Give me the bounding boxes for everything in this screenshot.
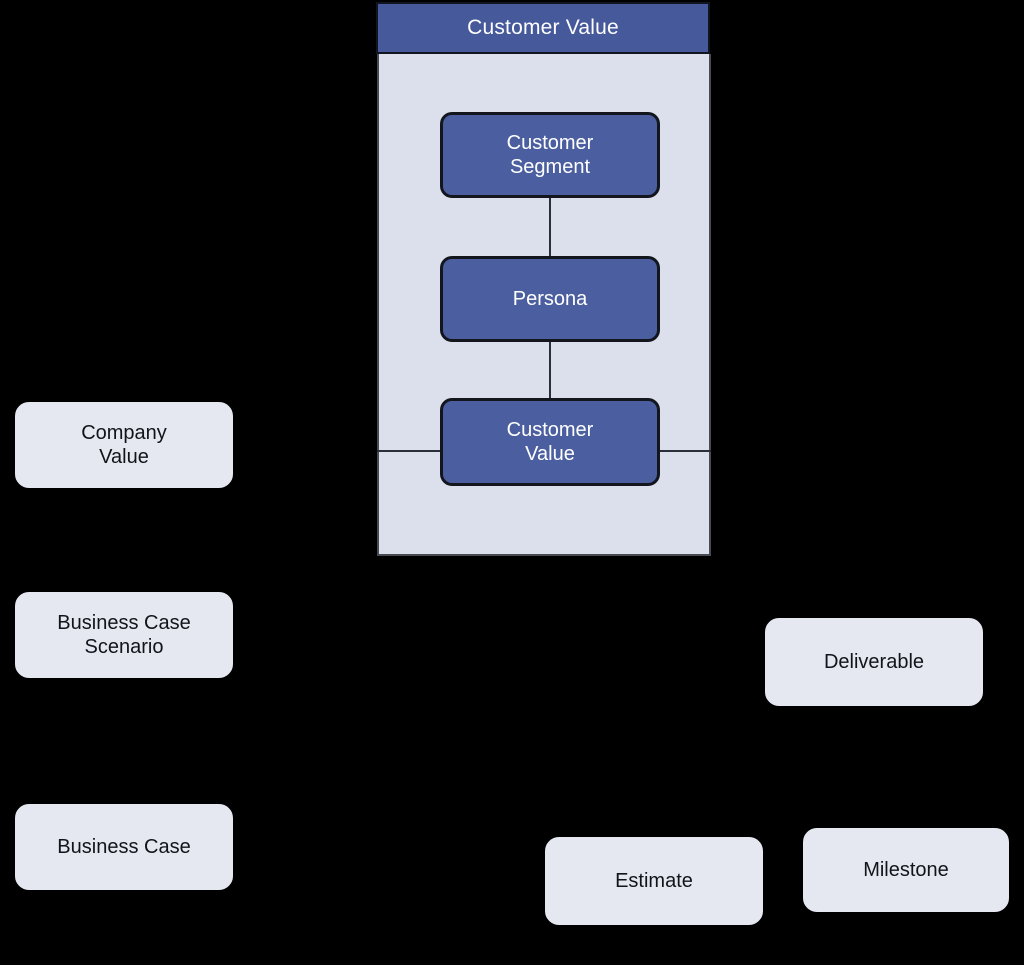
- node-deliverable[interactable]: Deliverable: [765, 618, 983, 706]
- node-estimate-label: Estimate: [615, 869, 693, 892]
- node-customer-segment-line1: Customer: [506, 131, 594, 154]
- node-business-case-label: Business Case: [57, 835, 191, 858]
- connector-customer-value-left-edge: [377, 450, 443, 452]
- node-company-value-line2: Value: [99, 446, 149, 468]
- node-milestone[interactable]: Milestone: [803, 828, 1009, 912]
- node-customer-segment-line2: Segment: [509, 156, 591, 178]
- node-customer-value-line1: Customer: [506, 418, 594, 441]
- group-header-label: Customer Value: [467, 16, 619, 39]
- node-customer-value-line2: Value: [525, 443, 575, 465]
- group-header-customer-value[interactable]: Customer Value: [376, 2, 710, 54]
- node-customer-value[interactable]: Customer Value: [440, 398, 660, 486]
- node-estimate[interactable]: Estimate: [545, 837, 763, 925]
- node-milestone-label: Milestone: [863, 858, 949, 881]
- node-company-value-line1: Company: [81, 421, 167, 444]
- node-company-value[interactable]: Company Value: [15, 402, 233, 488]
- node-persona-line1: Persona: [512, 287, 588, 310]
- node-customer-segment[interactable]: Customer Segment: [440, 112, 660, 198]
- node-deliverable-label: Deliverable: [823, 650, 925, 673]
- node-business-case[interactable]: Business Case: [15, 804, 233, 890]
- node-persona[interactable]: Persona: [440, 256, 660, 342]
- node-business-case-scenario[interactable]: Business Case Scenario: [15, 592, 233, 678]
- connector-customer-value-right-edge: [658, 450, 711, 452]
- connector-customer-segment-to-persona: [549, 196, 551, 258]
- node-business-case-scenario-line1: Business Case: [57, 611, 191, 634]
- connector-persona-to-customer-value: [549, 340, 551, 398]
- node-business-case-scenario-line2: Scenario: [84, 636, 164, 658]
